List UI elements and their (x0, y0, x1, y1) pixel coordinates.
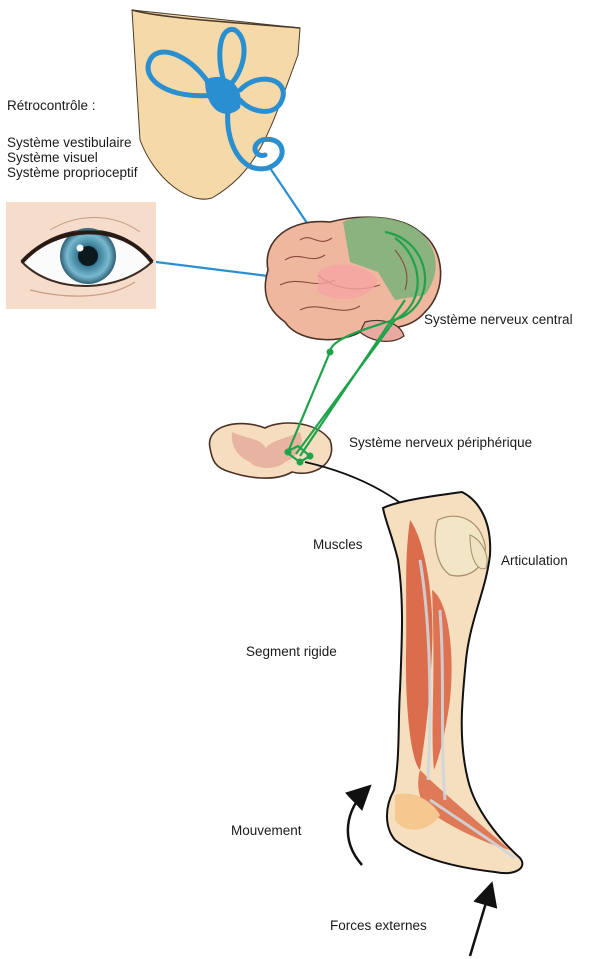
feedback-item-vestibular: Système vestibulaire (7, 135, 132, 150)
feedback-item-proprioceptive: Système proprioceptif (7, 165, 138, 180)
external-forces-arrow (470, 886, 491, 956)
movement-arrow (348, 788, 368, 865)
feedback-item-visual: Système visuel (7, 150, 98, 165)
brain-icon (265, 217, 440, 341)
joint-label: Articulation (501, 553, 568, 568)
movement-label: Mouvement (231, 823, 302, 838)
inner-ear-icon (132, 10, 300, 199)
pns-label: Système nerveux périphérique (349, 435, 532, 450)
leg-anatomy-icon (383, 492, 522, 873)
forces-label: Forces externes (330, 918, 427, 933)
muscles-label: Muscles (313, 537, 363, 552)
segment-label: Segment rigide (246, 644, 337, 659)
eye-icon (6, 202, 156, 309)
feedback-title: Rétrocontrôle : (7, 98, 96, 113)
cns-label: Système nerveux central (424, 312, 573, 327)
